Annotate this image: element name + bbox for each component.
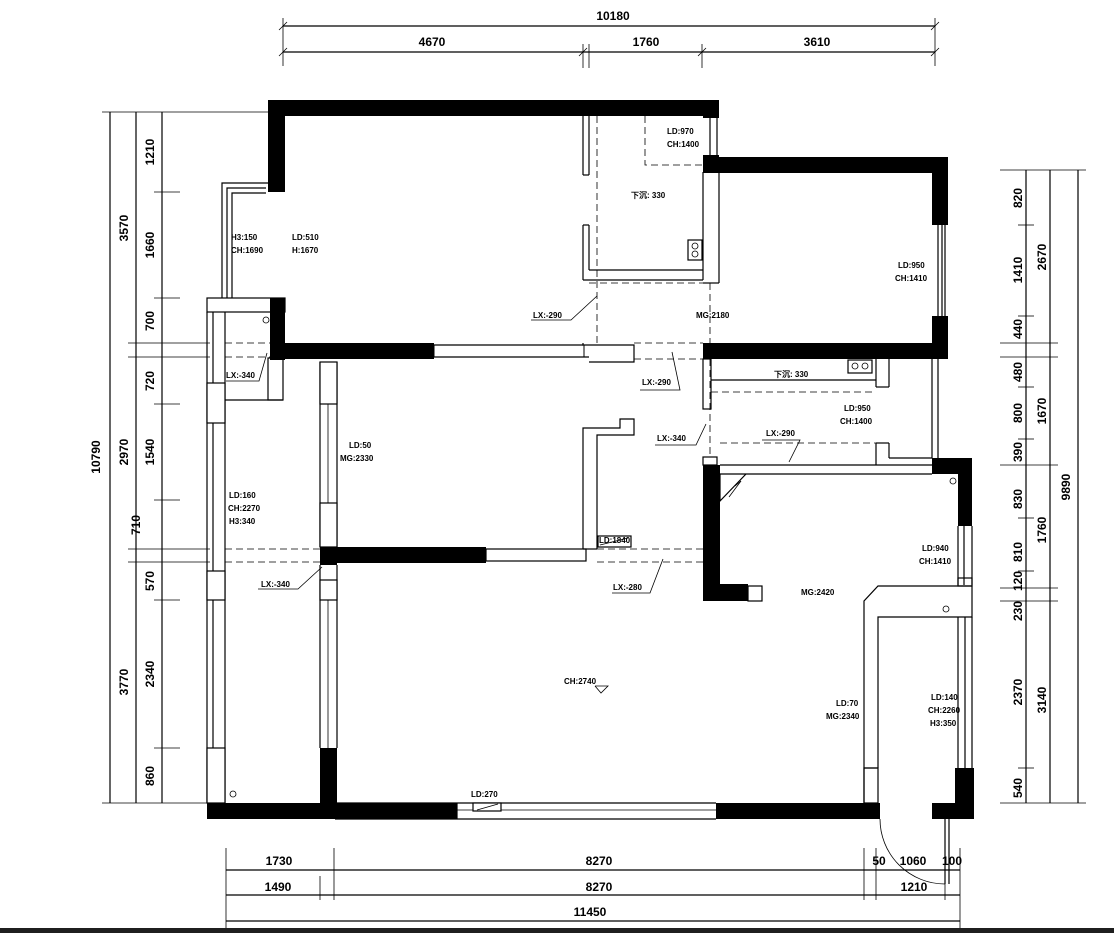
- dim-left-outer: 10790: [89, 440, 103, 474]
- note-a32: MG:2340: [826, 712, 860, 721]
- note-a18: LX:-340: [657, 434, 686, 443]
- note-a11: MG:2180: [696, 311, 730, 320]
- dim-right-inner-7: 830: [1011, 489, 1025, 509]
- note-a36: LD:270: [471, 790, 498, 799]
- dim-right-inner-11: 2370: [1011, 678, 1025, 705]
- note-a21: LD:160: [229, 491, 256, 500]
- note-a29: MG:2420: [801, 588, 835, 597]
- note-a17: LX:-290: [766, 429, 795, 438]
- dim-bottom-r1-5: 100: [942, 854, 962, 868]
- dim-left-inner-3: 700: [143, 311, 157, 331]
- note-a14: 下沉: 330: [774, 369, 809, 379]
- note-a15: LD:950: [844, 404, 871, 413]
- walls: [207, 100, 974, 819]
- note-a26: LX:-280: [613, 583, 642, 592]
- note-a34: CH:2260: [928, 706, 961, 715]
- dim-right-inner-9: 120: [1011, 571, 1025, 591]
- dim-left-inner-2: 1660: [143, 231, 157, 258]
- bottom-dimension-chain: 1730 8270 50 1060 100 1490 8270 1210 114…: [225, 848, 962, 928]
- note-a35: H3:350: [930, 719, 957, 728]
- note-a10: LX:-290: [533, 311, 562, 320]
- dim-right-outer: 9890: [1059, 473, 1073, 500]
- dim-bottom-r1-2: 8270: [586, 854, 613, 868]
- dim-left-inner-8: 860: [143, 766, 157, 786]
- dim-bottom-r1-3: 50: [872, 854, 886, 868]
- dim-bottom-r1-1: 1730: [266, 854, 293, 868]
- dim-left-inner-6: 570: [143, 571, 157, 591]
- dim-right-inner-4: 480: [1011, 362, 1025, 382]
- note-a16: CH:1400: [840, 417, 873, 426]
- bottom-border-strip: [0, 928, 1114, 933]
- dim-left-mid-2: 2970: [117, 438, 131, 465]
- note-a8: LD:950: [898, 261, 925, 270]
- note-a22: CH:2270: [228, 504, 261, 513]
- note-a33: LD:140: [931, 693, 958, 702]
- dim-left-inner-1: 1210: [143, 138, 157, 165]
- dim-left-mid-1: 3570: [117, 214, 131, 241]
- dim-bottom-r2-3: 1210: [901, 880, 928, 894]
- dim-bottom-r2-1: 1490: [265, 880, 292, 894]
- dim-left-inner-5: 1540: [143, 438, 157, 465]
- note-a2: CH:1400: [667, 140, 700, 149]
- room-annotations: LD:970 CH:1400 下沉: 330 H3:150 CH:1690 LD…: [226, 127, 961, 799]
- note-a9: CH:1410: [895, 274, 928, 283]
- dim-left-inner-7: 2340: [143, 660, 157, 687]
- leader-lines: [226, 295, 801, 594]
- dim-top-total: 10180: [596, 9, 630, 23]
- note-a20: MG:2330: [340, 454, 374, 463]
- note-a25: LX:-340: [261, 580, 290, 589]
- dim-right-inner-8: 810: [1011, 542, 1025, 562]
- note-a30: CH:2740: [564, 677, 597, 686]
- dim-right-mid-2: 1670: [1035, 397, 1049, 424]
- dim-right-mid-4: 3140: [1035, 686, 1049, 713]
- note-a31: LD:70: [836, 699, 859, 708]
- dim-right-inner-6: 390: [1011, 442, 1025, 462]
- dim-bottom-total: 11450: [574, 905, 607, 919]
- dim-right-inner-10: 230: [1011, 601, 1025, 621]
- dim-top-1: 4670: [419, 35, 446, 49]
- dim-top-2: 1760: [633, 35, 660, 49]
- left-dimension-chain: 10790 3570 2970 710 3770 1210 1660 700 7…: [89, 111, 270, 804]
- dim-left-inner-4: 720: [143, 371, 157, 391]
- dim-left-mid-4: 3770: [117, 668, 131, 695]
- note-a13: LX:-290: [642, 378, 671, 387]
- note-a23: H3:340: [229, 517, 256, 526]
- note-a19: LD:50: [349, 441, 372, 450]
- right-dimension-chain: 9890 2670 1670 1760 3140 820 1410 440 48…: [1000, 169, 1086, 804]
- dashed-lines: [225, 116, 876, 563]
- note-a7: H:1670: [292, 246, 319, 255]
- note-a12: LX:-340: [226, 371, 255, 380]
- dim-right-inner-12: 540: [1011, 778, 1025, 798]
- note-a1: LD:970: [667, 127, 694, 136]
- note-a24: LD:1840: [599, 536, 631, 545]
- note-a6: LD:510: [292, 233, 319, 242]
- dim-right-inner-5: 800: [1011, 403, 1025, 423]
- dim-bottom-r1-4: 1060: [900, 854, 927, 868]
- dim-top-3: 3610: [804, 35, 831, 49]
- dim-right-inner-1: 820: [1011, 188, 1025, 208]
- note-a3: 下沉: 330: [631, 190, 666, 200]
- note-a27: LD:940: [922, 544, 949, 553]
- note-a5: CH:1690: [231, 246, 264, 255]
- dim-right-mid-3: 1760: [1035, 516, 1049, 543]
- note-a28: CH:1410: [919, 557, 952, 566]
- partitions: [206, 116, 973, 885]
- top-dimension-chain: 10180 4670 1760 3610: [278, 9, 940, 68]
- dim-right-inner-3: 440: [1011, 319, 1025, 339]
- dim-right-inner-2: 1410: [1011, 256, 1025, 283]
- dim-right-mid-1: 2670: [1035, 243, 1049, 270]
- dim-left-mid-3: 710: [129, 515, 143, 535]
- note-a4: H3:150: [231, 233, 258, 242]
- dim-bottom-r2-2: 8270: [586, 880, 613, 894]
